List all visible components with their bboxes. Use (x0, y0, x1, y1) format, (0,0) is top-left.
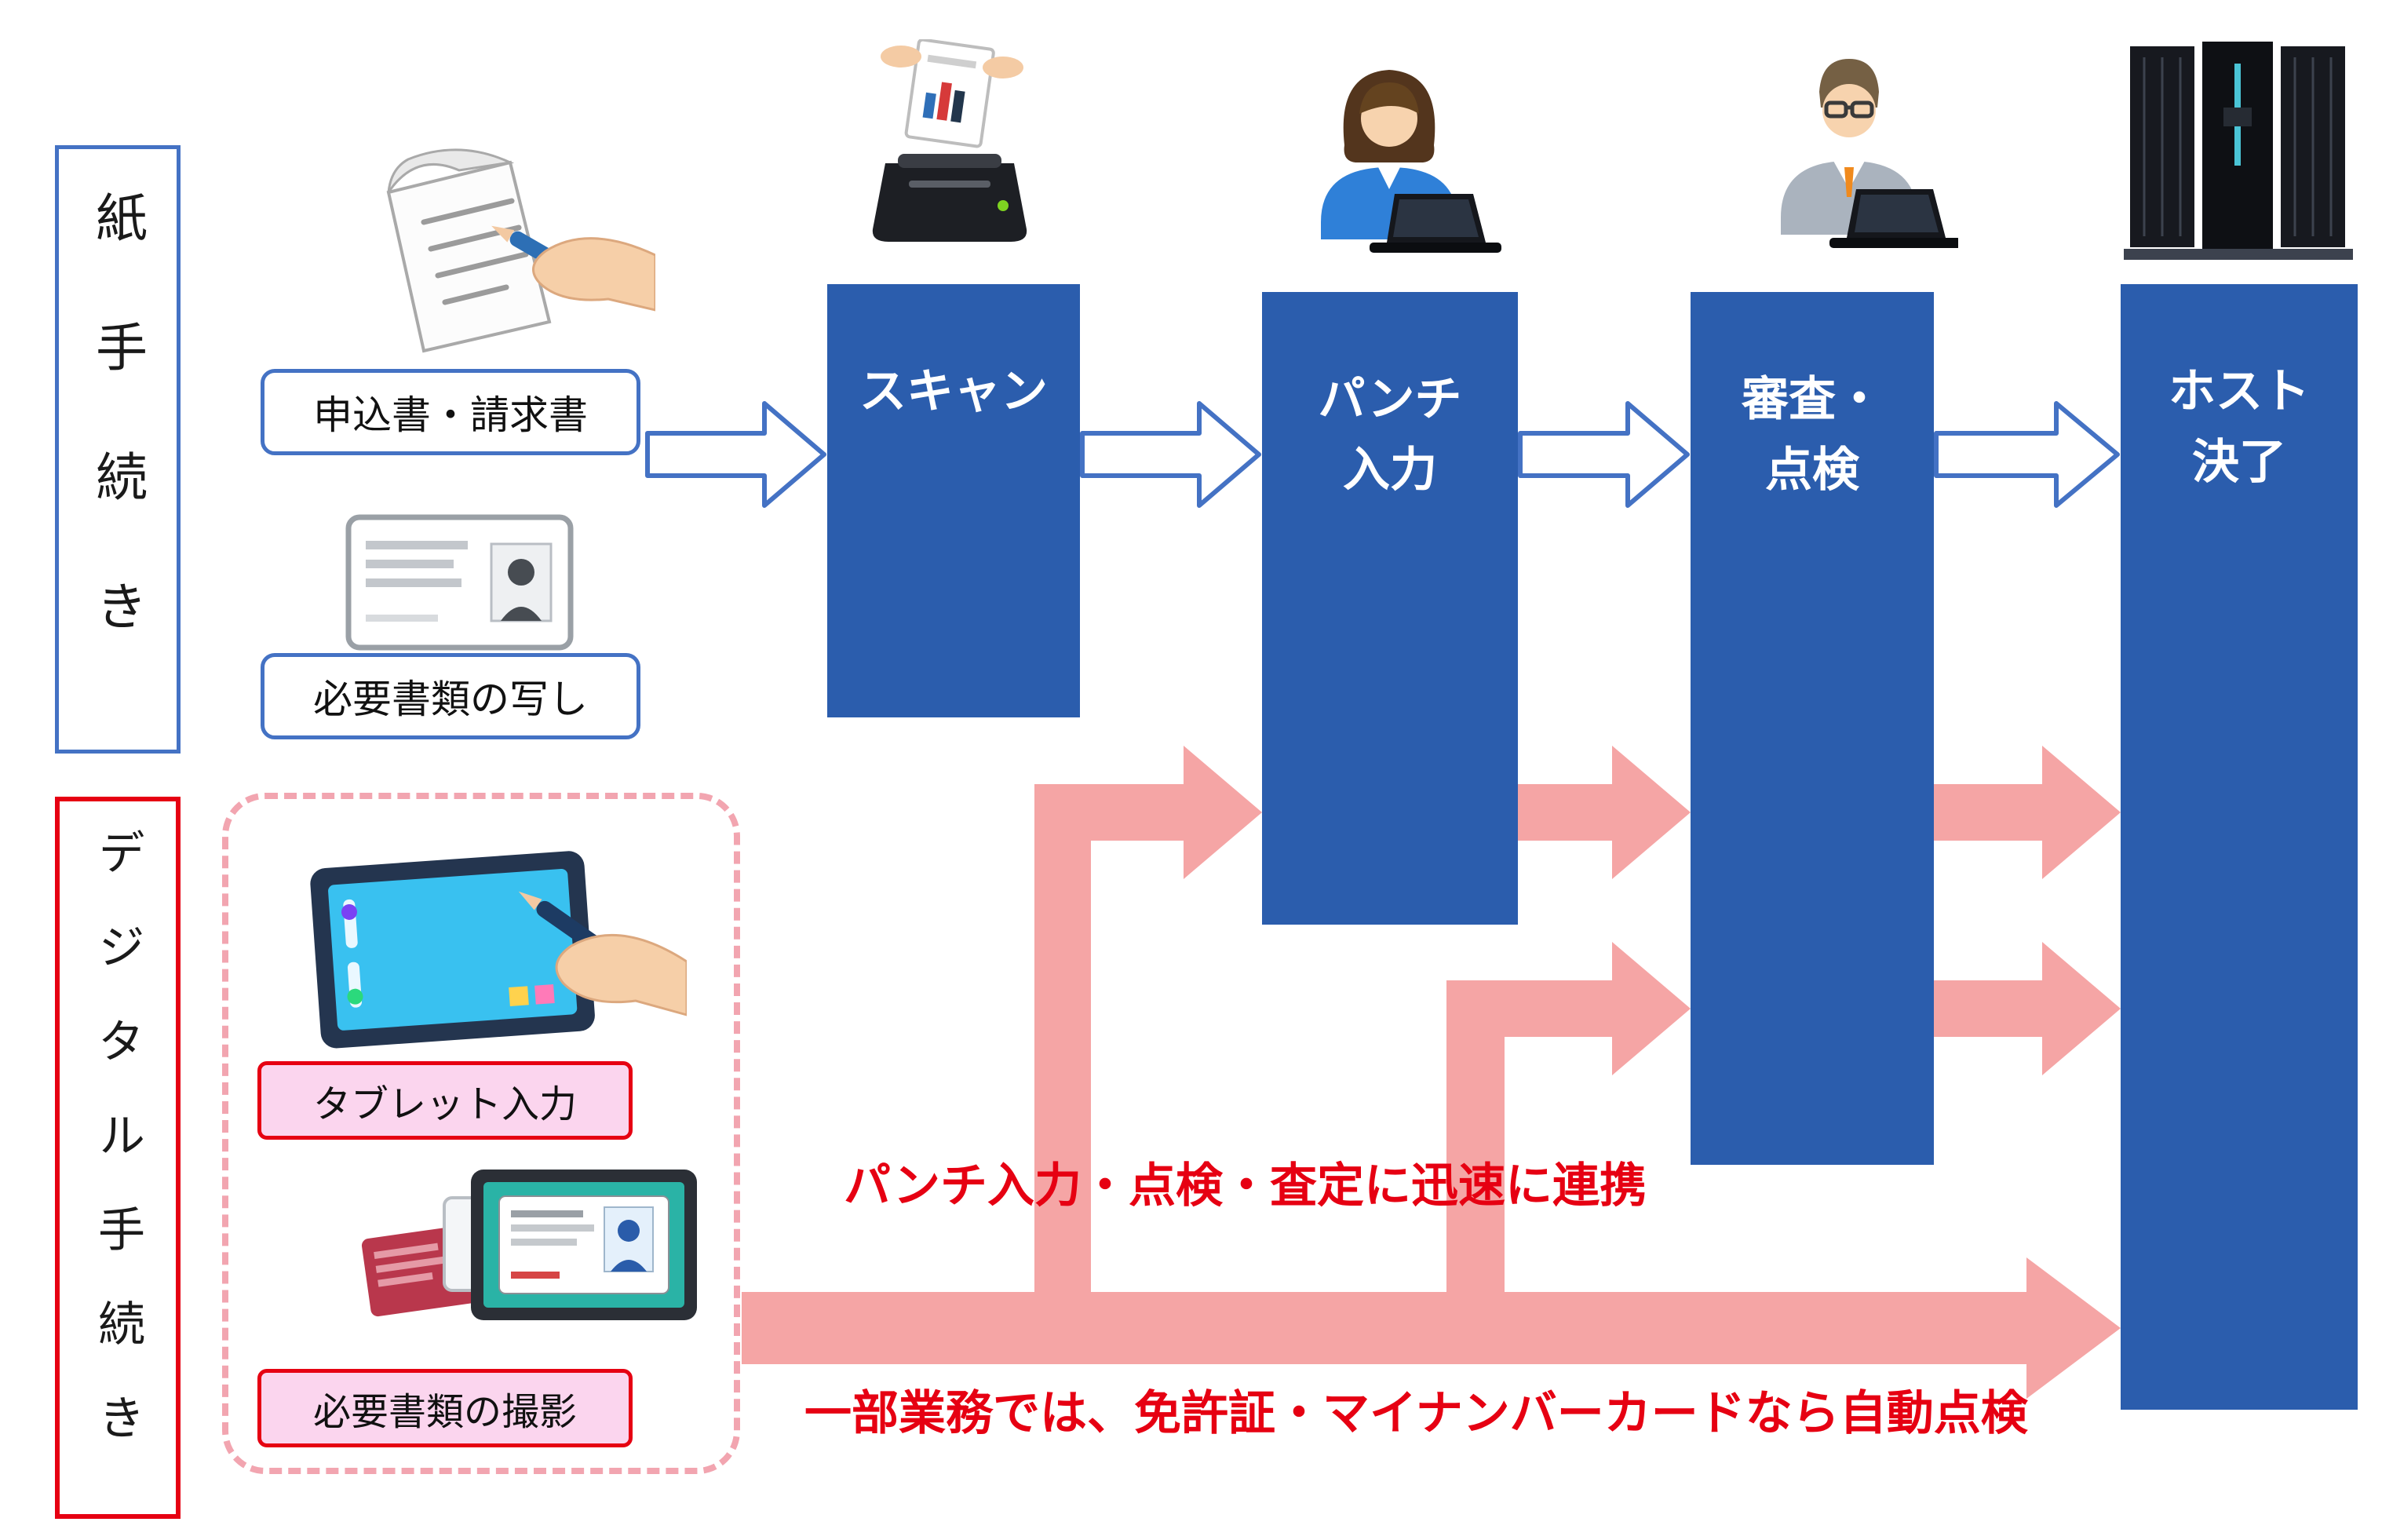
paper-input-copy-text: 必要書類の写し (313, 677, 588, 721)
digital-arrow-punch-to-review (1518, 746, 1691, 879)
paper-arrow-review-to-host (1934, 399, 2121, 510)
fast-link-note-text: パンチ入力・点検・査定に迅速に連携 (844, 1159, 1647, 1212)
paper-arrow-scan-to-punch (1080, 399, 1262, 510)
mainframe-icon (2121, 35, 2356, 271)
paper-input-copy-label: 必要書類の写し (261, 653, 640, 739)
step-host-label-line2: 決了 (2192, 436, 2286, 488)
step-review-box: 審査・ 点検 (1691, 292, 1934, 1165)
document-camera-icon (352, 1152, 709, 1356)
paper-procedure-lane-label: 紙手続き (55, 145, 181, 754)
digital-arrow-review-to-host-lower (1934, 942, 2121, 1075)
fast-link-note: パンチ入力・点検・査定に迅速に連携 (844, 1148, 1647, 1216)
digital-input-tablet-label: タブレット入力 (257, 1061, 633, 1140)
auto-check-note-text: 一部業務では、免許証・マイナンバーカードなら自動点検 (804, 1387, 2028, 1440)
paper-input-application-label: 申込書・請求書 (261, 369, 640, 455)
paper-input-application-text: 申込書・請求書 (313, 393, 588, 437)
handwriting-icon (314, 145, 655, 377)
scanner-icon (863, 39, 1036, 259)
digital-input-photo-label: 必要書類の撮影 (257, 1369, 633, 1447)
digital-input-photo-text: 必要書類の撮影 (312, 1392, 577, 1433)
digital-lane-text: デジタル手続き (91, 828, 144, 1487)
step-scan-label: スキャン (859, 365, 1048, 418)
digital-procedure-lane-label: デジタル手続き (55, 797, 181, 1519)
paper-lane-text: 紙手続き (89, 190, 147, 709)
digital-input-tablet-text: タブレット入力 (312, 1084, 577, 1126)
step-review-label-line1: 審査・ (1742, 373, 1883, 425)
id-card-icon (344, 506, 575, 659)
digital-zone-outline (222, 793, 740, 1474)
digital-arrow-to-review (1446, 942, 1691, 1075)
step-host-label-line1: ホスト (2169, 365, 2310, 418)
digital-arrow-to-punch (1034, 746, 1262, 879)
step-host-box: ホスト 決了 (2121, 284, 2358, 1410)
tablet-input-icon (306, 836, 687, 1064)
step-punch-input-box: パンチ 入力 (1262, 292, 1518, 925)
digital-arrow-review-to-host-upper (1934, 746, 2121, 879)
paper-arrow-punch-to-review (1518, 399, 1691, 510)
auto-check-note: 一部業務では、免許証・マイナンバーカードなら自動点検 (804, 1375, 2028, 1443)
step-review-label-line2: 点検 (1765, 443, 1859, 496)
inspector-man-icon (1738, 43, 1958, 267)
operator-woman-icon (1275, 51, 1503, 271)
digital-arrow-direct-to-host (742, 1257, 2121, 1399)
digital-flow-riser-1 (1034, 784, 1091, 1364)
step-punch-label-line2: 入力 (1343, 443, 1437, 496)
step-punch-label-line1: パンチ (1318, 373, 1462, 425)
step-scan-box: スキャン (827, 284, 1080, 717)
paper-arrow-input-to-scan (645, 399, 827, 510)
